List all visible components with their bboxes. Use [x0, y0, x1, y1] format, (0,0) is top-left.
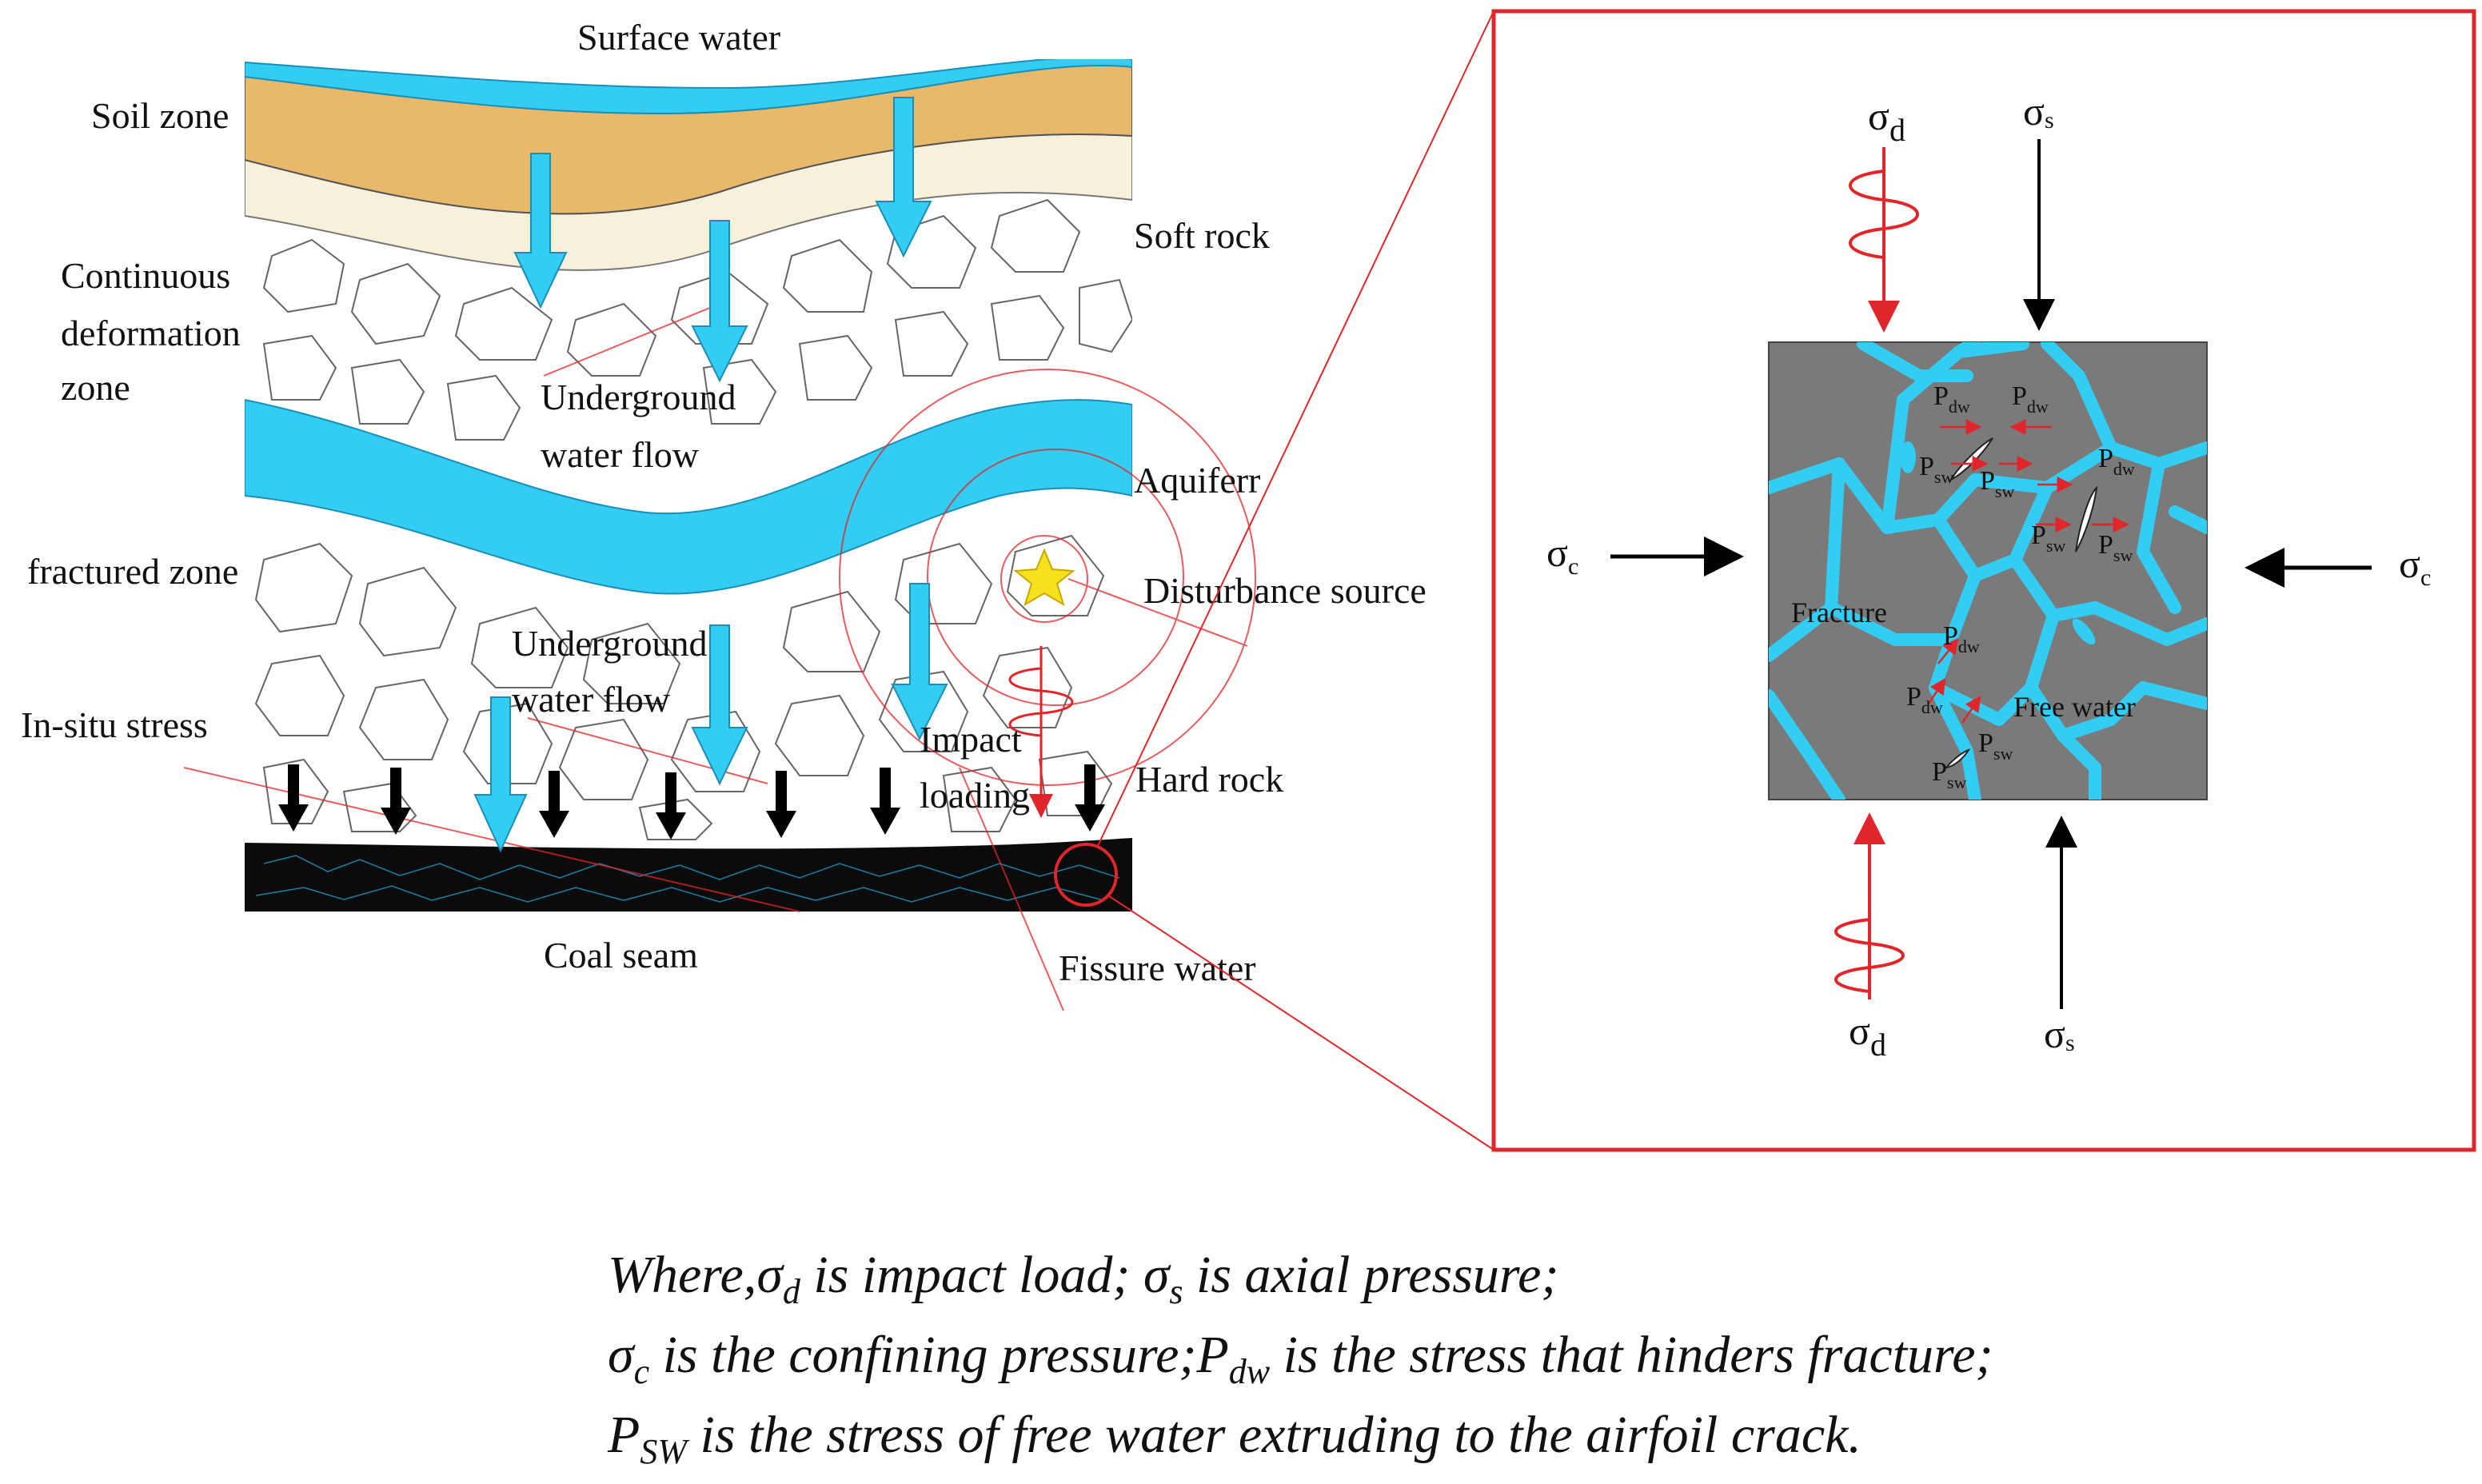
pdw-1: Pdw: [1933, 381, 1970, 417]
caption-line-3: PSW is the stress of free water extrudin…: [607, 1406, 1862, 1471]
label-free-water: Free water: [2013, 691, 2136, 723]
label-continuous-1: Continuous: [61, 255, 230, 296]
coal-seam-layer: [245, 838, 1132, 912]
label-surface-water: Surface water: [577, 17, 780, 58]
label-fracture: Fracture: [1791, 596, 1887, 628]
zoom-lines: [1096, 10, 1494, 1151]
rock-blocks-upper: [262, 198, 1132, 441]
label-underground-flow-2b: water flow: [512, 679, 671, 720]
psw-1: Psw: [1919, 452, 1953, 487]
flow-arrow-1: [513, 153, 568, 309]
flow-arrow-3: [875, 97, 932, 258]
water-flow-arrows: [473, 97, 948, 853]
free-water-pocket-2: [2072, 618, 2096, 645]
label-impact-1: Impact: [920, 719, 1022, 760]
coal-seam-cracks: [255, 855, 1120, 903]
label-continuous-2: deformation: [61, 313, 241, 353]
rock-sample: [1768, 341, 2208, 800]
flow-arrow-4: [691, 624, 748, 786]
label-soft-rock: Soft rock: [1134, 215, 1270, 256]
in-situ-stress-arrows: [278, 764, 1105, 840]
pressure-arrows: [1927, 419, 2129, 724]
label-sigma-c-left: σc: [1546, 530, 1578, 580]
strata-labels: Surface water Soil zone Continuous defor…: [21, 17, 1427, 988]
disturbance-circles: [183, 303, 1256, 1011]
psw-4: Psw: [2098, 530, 2133, 565]
sigma-d-bottom-arrow: [1834, 812, 1905, 999]
label-sigma-s-bottom: σs: [2044, 1011, 2075, 1056]
label-fissure-water: Fissure water: [1059, 947, 1256, 988]
sample-labels: Pdw Pdw Psw Psw Pdw Psw Psw Pdw Pdw Psw …: [1791, 381, 2136, 792]
psw-6: Psw: [1932, 757, 1966, 792]
label-fractured-zone: fractured zone: [27, 551, 238, 592]
pdw-4: Pdw: [1943, 621, 1980, 656]
fissure-water-circle: [1054, 843, 1118, 907]
label-sigma-s-top: σs: [2023, 89, 2054, 134]
sigma-labels: σd σs σd σs σc σc: [1546, 89, 2431, 1063]
label-sigma-d-top: σd: [1868, 94, 1905, 148]
impact-loading-arrow: [1008, 646, 1074, 818]
label-coal-seam: Coal seam: [544, 935, 698, 975]
disturbance-source-star: [1013, 548, 1075, 607]
flow-arrow-2: [691, 220, 748, 383]
label-impact-2: loading: [920, 775, 1030, 816]
pdw-3: Pdw: [2098, 444, 2135, 479]
pdw-2: Pdw: [2012, 381, 2049, 417]
psw-5: Psw: [1978, 728, 2013, 764]
stress-arrows: [1610, 139, 2372, 1009]
label-aquifer: Aquiferr: [1134, 460, 1260, 501]
label-continuous-3: zone: [61, 367, 130, 408]
caption-line-1: Where,σd is impact load; σs is axial pre…: [608, 1246, 1558, 1311]
label-soil-zone: Soil zone: [91, 95, 229, 136]
label-in-situ-stress: In-situ stress: [21, 704, 208, 745]
label-underground-flow-1b: water flow: [541, 434, 700, 475]
airfoil-cracks: [1944, 437, 2098, 769]
psw-3: Psw: [2031, 521, 2065, 556]
label-underground-flow-2a: Underground: [512, 623, 707, 664]
pdw-5: Pdw: [1906, 682, 1943, 717]
label-sigma-d-bottom: σd: [1849, 1008, 1886, 1063]
psw-2: Psw: [1980, 466, 2014, 501]
flow-arrow-6: [473, 696, 528, 853]
caption-line-2: σc is the confining pressure;Pdw is the …: [608, 1326, 1993, 1391]
aquifer-layer: [245, 398, 1132, 595]
label-hard-rock: Hard rock: [1135, 759, 1283, 800]
label-disturbance-source: Disturbance source: [1143, 570, 1427, 611]
free-water-pocket: [1900, 441, 1916, 473]
caption: Where,σd is impact load; σs is axial pre…: [607, 1246, 1993, 1471]
surface-water-layer: [245, 59, 1132, 114]
flow-arrow-5: [891, 583, 948, 741]
label-sigma-c-right: σc: [2399, 541, 2431, 591]
sigma-d-top-arrow: [1849, 147, 1919, 333]
label-underground-flow-1a: Underground: [541, 377, 736, 417]
